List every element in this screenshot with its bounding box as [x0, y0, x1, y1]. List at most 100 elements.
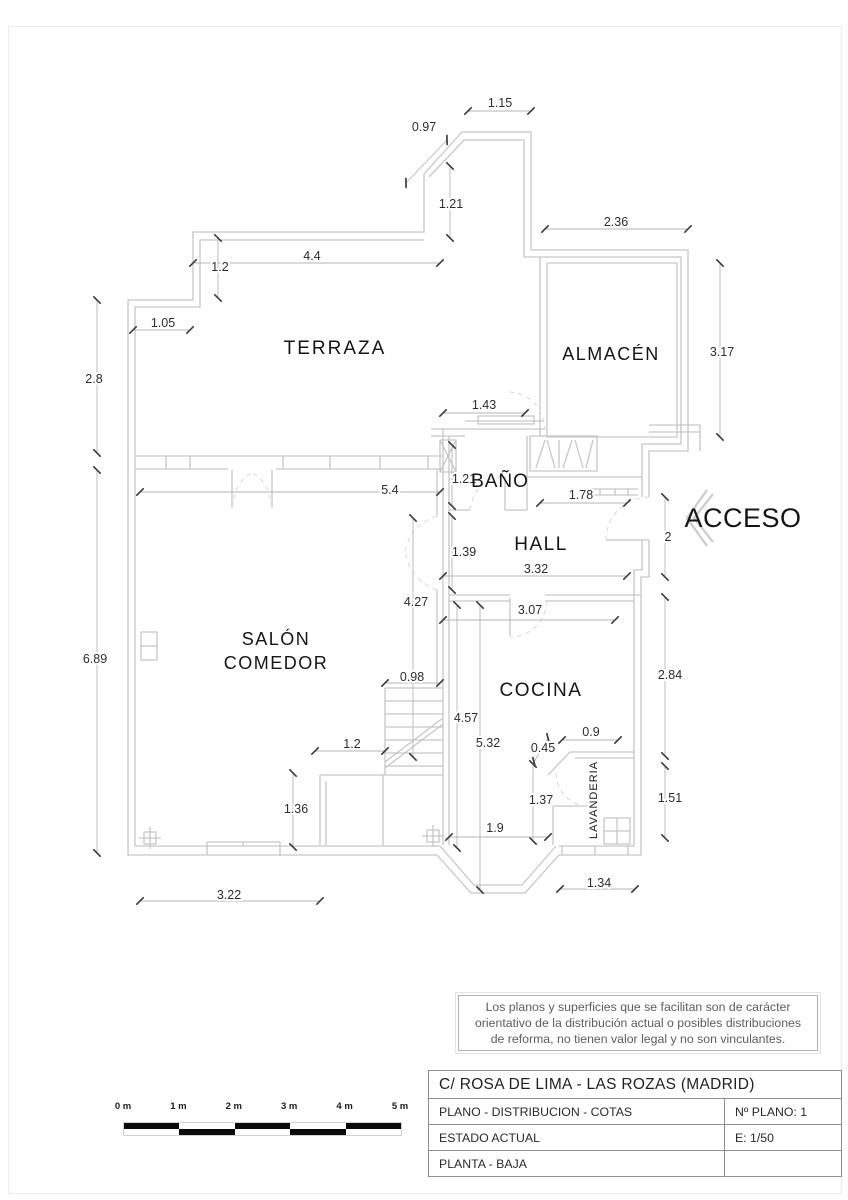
- wall-segment: [428, 139, 682, 497]
- wall-segment: [140, 631, 158, 661]
- title-block-row-planta: PLANTA - BAJA: [429, 1150, 841, 1176]
- dimension-tick: [683, 224, 693, 234]
- scale-segment: [179, 1129, 235, 1135]
- dimension-tick: [630, 884, 640, 894]
- dimension-tick: [660, 761, 670, 771]
- dimension-label: 1.34: [587, 876, 611, 890]
- room-label-hall: HALL: [514, 534, 568, 555]
- dimension-tick: [452, 600, 462, 610]
- dimension-label: 2.84: [658, 668, 682, 682]
- dimension-tick: [380, 746, 390, 756]
- dimension-tick: [445, 233, 455, 243]
- dimension-tick: [408, 513, 418, 523]
- wall-segment: [384, 717, 444, 763]
- dimension-tick: [660, 492, 670, 502]
- dimension-label: 0.9: [582, 725, 599, 739]
- dimension-tick: [447, 501, 457, 511]
- wall-segment: [562, 439, 573, 469]
- disclaimer-box: Los planos y superficies que se facilita…: [455, 992, 821, 1054]
- title-block-row-estado: ESTADO ACTUAL E: 1/50: [429, 1124, 841, 1150]
- dimension-tick: [288, 842, 298, 852]
- wall-segment: [477, 415, 535, 425]
- dimension-label: 3.22: [217, 888, 241, 902]
- dimension-tick: [92, 448, 102, 458]
- dimension-label: 1.43: [472, 398, 496, 412]
- dimension-tick: [438, 408, 448, 418]
- wall-segment: [547, 751, 571, 776]
- room-label-salon-comedor-line1: SALÓN: [242, 628, 311, 649]
- dimension-tick: [622, 571, 632, 581]
- wall-segment: [529, 435, 598, 472]
- wall-segment: [603, 817, 631, 845]
- disclaimer-text: Los planos y superficies que se facilita…: [474, 999, 802, 1047]
- dimension-label: 1.2: [211, 260, 228, 274]
- dimension-tick: [475, 885, 485, 895]
- dimension-tick: [557, 735, 567, 745]
- dimension-label: 1.05: [151, 316, 175, 330]
- room-label-lavanderia: LAVANDERIA: [588, 761, 600, 839]
- wall-segment: [546, 262, 678, 438]
- wall-segment: [134, 239, 440, 847]
- dimension-tick: [463, 106, 473, 116]
- door-swing-arc: [508, 391, 546, 431]
- wall-segment: [436, 854, 560, 894]
- dimension-label: 3.17: [710, 345, 734, 359]
- dimension-tick: [310, 746, 320, 756]
- dimension-label: 5.32: [476, 736, 500, 750]
- dimension-tick: [447, 440, 457, 450]
- dimension-tick: [408, 752, 418, 762]
- graphic-scale-bar: [123, 1122, 402, 1136]
- room-label-almacen: ALMACÉN: [562, 344, 660, 364]
- dimension-label: 2.36: [604, 215, 628, 229]
- scale-segment: [234, 1123, 291, 1129]
- dimension-label: 0.97: [412, 120, 436, 134]
- door-swing-arc: [555, 772, 589, 807]
- dimension-tick: [435, 258, 445, 268]
- title-block-row-plano: PLANO - DISTRIBUCION - COTAS Nº PLANO: 1: [429, 1098, 841, 1124]
- dimension-label: 4.57: [454, 711, 478, 725]
- empty-cell: [725, 1151, 841, 1176]
- dimension-tick: [660, 751, 670, 761]
- dimension-tick: [447, 585, 457, 595]
- dimension-tick: [660, 572, 670, 582]
- dimension-tick: [288, 768, 298, 778]
- wall-segment: [546, 439, 556, 469]
- dimension-tick: [315, 896, 325, 906]
- sheet-border: [8, 26, 842, 1194]
- dimension-tick: [438, 571, 448, 581]
- access-arrow-icon: [692, 493, 714, 543]
- dimension-tick: [185, 325, 195, 335]
- dimension-tick: [435, 678, 445, 688]
- room-label-acceso: ACCESO: [684, 503, 801, 533]
- dimension-label: 1.9: [486, 821, 503, 835]
- scale-label-1m: 1 m: [170, 1101, 187, 1112]
- room-label-cocina: COCINA: [500, 680, 583, 701]
- dimension-line: [405, 139, 448, 184]
- scale-segment: [124, 1123, 180, 1129]
- dimension-label: 1.15: [488, 96, 512, 110]
- scale-label-4m: 4 m: [336, 1101, 353, 1112]
- wall-segment: [585, 439, 594, 469]
- dimension-tick: [520, 408, 530, 418]
- dimension-label: 4.4: [303, 249, 320, 263]
- wall-segment: [423, 131, 689, 497]
- dimension-tick: [128, 325, 138, 335]
- dimension-tick: [445, 161, 455, 171]
- dimension-line: [533, 737, 549, 763]
- state-label: ESTADO ACTUAL: [429, 1125, 725, 1150]
- wall-segment: [559, 540, 643, 847]
- dimension-tick: [447, 511, 457, 521]
- room-label-salon-comedor-line2: COMEDOR: [224, 653, 329, 673]
- room-label-bano: BAÑO: [471, 470, 529, 492]
- wall-segment: [143, 831, 157, 845]
- dimension-tick: [610, 615, 620, 625]
- dimension-tick: [540, 224, 550, 234]
- dimension-tick: [660, 592, 670, 602]
- dimension-tick: [528, 759, 538, 769]
- wall-segment: [439, 845, 557, 886]
- wall-segment: [535, 439, 546, 469]
- dimension-tick: [526, 106, 536, 116]
- title-block-address-row: C/ ROSA DE LIMA - LAS ROZAS (MADRID): [429, 1071, 841, 1098]
- dimension-tick: [660, 833, 670, 843]
